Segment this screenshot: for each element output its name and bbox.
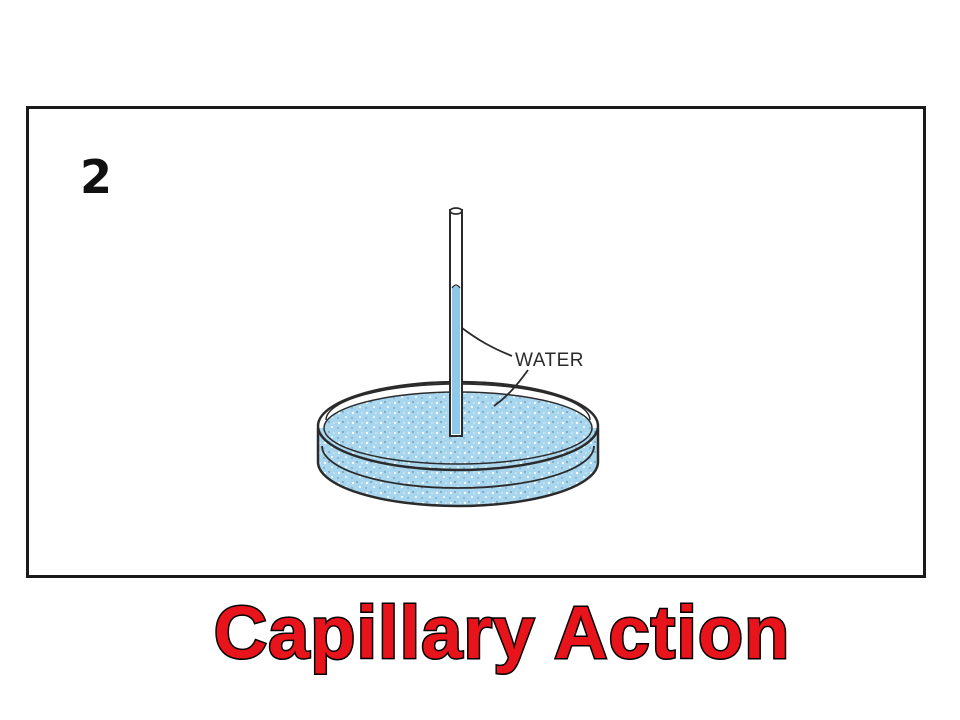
caption-title: Capillary Action — [212, 590, 791, 675]
water-label: WATER — [515, 350, 584, 371]
panel-number: 2 — [80, 150, 113, 204]
leader-line-tube — [461, 327, 513, 357]
leader-line-dish — [493, 369, 529, 407]
diagram-frame — [26, 106, 926, 578]
capillary-tube — [449, 207, 463, 437]
